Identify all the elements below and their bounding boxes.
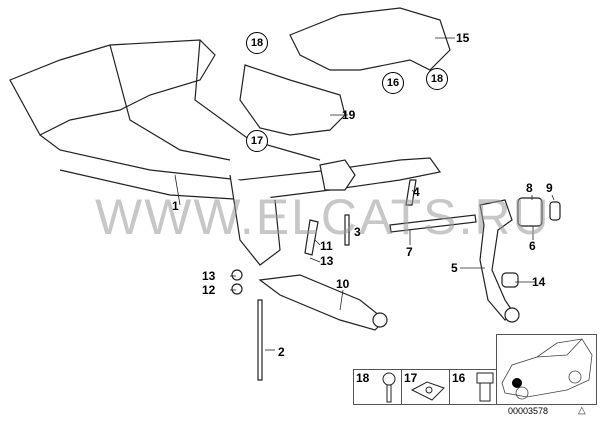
callout-18a: 18 (246, 32, 268, 54)
callout-4: 4 (413, 185, 420, 199)
diagram-code: 00003578 (508, 406, 549, 416)
screw-icon (382, 372, 396, 403)
callout-11: 11 (320, 239, 333, 253)
callout-1: 1 (172, 199, 179, 213)
triangle-icon: △ (578, 405, 586, 416)
legend-box-16: 16 (449, 369, 498, 405)
callout-19: 19 (342, 108, 356, 122)
legend-number: 17 (404, 371, 418, 385)
legend-number: 16 (452, 371, 466, 385)
callout-18b: 18 (426, 68, 448, 90)
callout-2: 2 (278, 345, 285, 359)
bolt-2 (257, 299, 263, 381)
car-icon (501, 338, 593, 400)
callout-14: 14 (532, 275, 546, 289)
callout-15: 15 (456, 31, 470, 45)
legend-box-17: 17 (401, 369, 451, 405)
clip-nut-icon (410, 381, 445, 401)
callout-8: 8 (526, 181, 533, 195)
location-marker-icon (512, 378, 522, 388)
callout-10: 10 (336, 277, 350, 291)
callout-7: 7 (406, 245, 413, 259)
callout-17: 17 (246, 130, 268, 152)
legend-number: 18 (356, 371, 370, 385)
callout-5: 5 (451, 261, 458, 275)
control-arm-5 (479, 199, 516, 321)
watermark: WWW.ELCATS.RU (95, 189, 551, 245)
callout-13a: 13 (202, 269, 216, 283)
control-arm-10 (258, 274, 386, 331)
vehicle-location-box (496, 334, 597, 405)
legend-box-18: 18 (353, 369, 403, 405)
callout-9: 9 (546, 181, 553, 195)
shield-15 (289, 7, 451, 71)
callout-3: 3 (354, 225, 361, 239)
shield-19 (239, 64, 346, 136)
bushing-6 (517, 197, 543, 227)
bolt-7 (389, 214, 477, 233)
callout-13b: 13 (320, 254, 334, 268)
callout-6: 6 (529, 239, 536, 253)
subframe (9, 39, 216, 136)
callout-12: 12 (202, 283, 216, 297)
expanding-nut-icon (476, 372, 494, 402)
callout-16: 16 (382, 72, 404, 94)
